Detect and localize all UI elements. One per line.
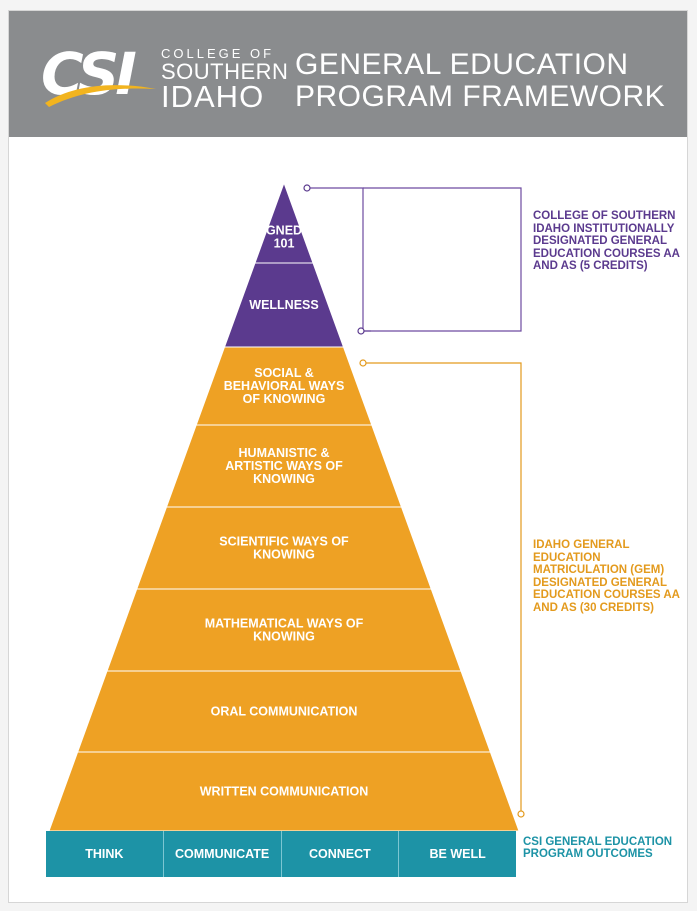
gem-bracket-start-dot: [359, 359, 367, 367]
title-line-1: GENERAL EDUCATION: [295, 48, 629, 81]
outcomes-label: CSI GENERAL EDUCATION PROGRAM OUTCOMES: [523, 836, 673, 860]
tier-label-6: ORAL COMMUNICATION: [211, 705, 358, 719]
csi-courses-note: COLLEGE OF SOUTHERN IDAHO INSTITUTIONALL…: [533, 210, 680, 272]
title-line-2: PROGRAM FRAMEWORK: [295, 80, 666, 113]
csi-logo: CSI COLLEGE OF SOUTHERN IDAHO: [41, 40, 289, 114]
page-title: GENERAL EDUCATION PROGRAM FRAMEWORK: [295, 49, 665, 113]
gem-courses-note: IDAHO GENERAL EDUCATION MATRICULATION (G…: [533, 539, 680, 614]
logo-southern: SOUTHERN: [161, 59, 289, 84]
gem-bracket: [365, 362, 522, 811]
outcome-think: THINK: [46, 831, 164, 877]
csi-bracket-end-dot: [357, 327, 365, 335]
outcomes-bar: THINK COMMUNICATE CONNECT BE WELL: [46, 831, 516, 877]
outcome-connect: CONNECT: [282, 831, 400, 877]
logo-college-of: COLLEGE OF: [161, 46, 275, 61]
header-banner: CSI COLLEGE OF SOUTHERN IDAHO GENERAL ED…: [9, 11, 687, 137]
logo-idaho: IDAHO: [161, 79, 265, 114]
outcome-communicate: COMMUNICATE: [164, 831, 282, 877]
framework-poster: CSI COLLEGE OF SOUTHERN IDAHO GENERAL ED…: [8, 10, 688, 903]
tier-label-7: WRITTEN COMMUNICATION: [200, 785, 369, 799]
swoosh-icon: [45, 85, 156, 107]
logo-mark: CSI: [41, 40, 137, 108]
gem-bracket-end-dot: [517, 810, 525, 818]
tier-label-1: WELLNESS: [249, 298, 318, 312]
csi-bracket-start-dot: [303, 184, 311, 192]
outcome-be-well: BE WELL: [429, 847, 486, 861]
pyramid-tier-7: [48, 751, 520, 832]
csi-bracket: [363, 187, 522, 332]
